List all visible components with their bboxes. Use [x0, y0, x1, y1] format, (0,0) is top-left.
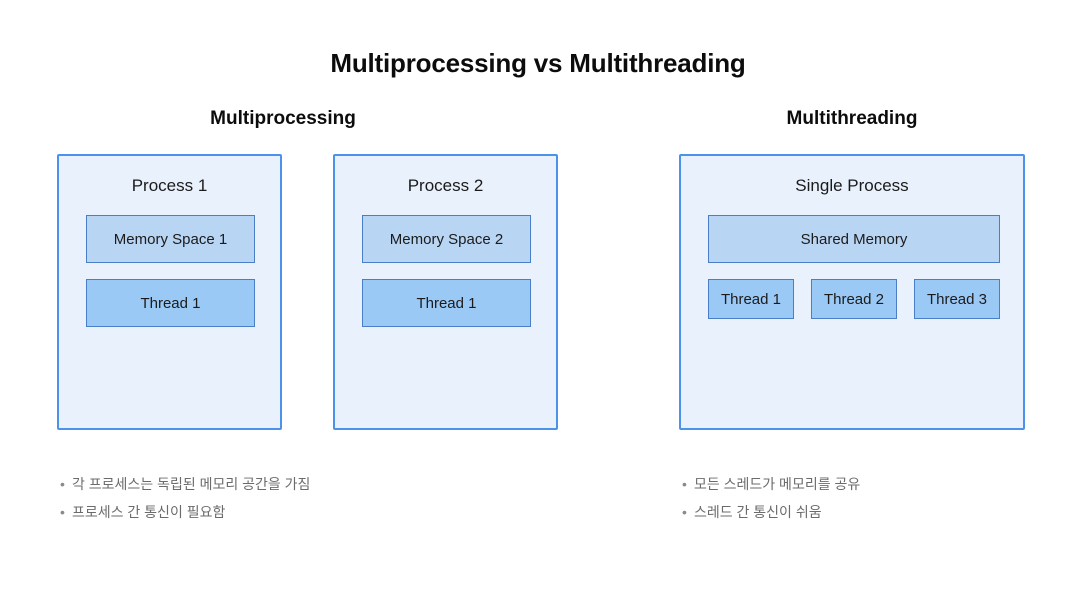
memory-space-block: Memory Space 2 — [362, 215, 531, 263]
process-box-2: Process 2 Memory Space 2 Thread 1 — [333, 154, 558, 430]
process-label: Process 2 — [407, 176, 484, 195]
single-process-box: Single Process Shared Memory Thread 1 Th… — [679, 154, 1025, 430]
notes-multiprocessing: • 각 프로세스는 독립된 메모리 공간을 가짐 • 프로세스 간 통신이 필요… — [60, 470, 310, 526]
process-label: Single Process — [795, 176, 909, 195]
page-title: Multiprocessing vs Multithreading — [330, 48, 746, 78]
process-box-1: Process 1 Memory Space 1 Thread 1 — [57, 154, 282, 430]
note-text: 각 프로세스는 독립된 메모리 공간을 가짐 — [72, 476, 311, 492]
note-item: • 각 프로세스는 독립된 메모리 공간을 가짐 — [60, 470, 310, 498]
bullet-icon: • — [682, 476, 687, 492]
thread-block: Thread 2 — [811, 279, 897, 319]
memory-space-block: Memory Space 1 — [86, 215, 255, 263]
note-text: 스레드 간 통신이 쉬움 — [694, 504, 822, 520]
panel-heading-multithreading: Multithreading — [786, 108, 918, 129]
note-text: 모든 스레드가 메모리를 공유 — [694, 476, 861, 492]
panel-heading-multiprocessing: Multiprocessing — [210, 108, 356, 129]
thread-block: Thread 1 — [86, 279, 255, 327]
thread-block: Thread 3 — [914, 279, 1000, 319]
note-item: • 모든 스레드가 메모리를 공유 — [682, 470, 860, 498]
bullet-icon: • — [60, 504, 65, 520]
thread-block: Thread 1 — [362, 279, 531, 327]
note-item: • 프로세스 간 통신이 필요함 — [60, 498, 310, 526]
note-item: • 스레드 간 통신이 쉬움 — [682, 498, 860, 526]
thread-block: Thread 1 — [708, 279, 794, 319]
notes-multithreading: • 모든 스레드가 메모리를 공유 • 스레드 간 통신이 쉬움 — [682, 470, 860, 526]
note-text: 프로세스 간 통신이 필요함 — [72, 504, 226, 520]
process-label: Process 1 — [131, 176, 208, 195]
shared-memory-block: Shared Memory — [708, 215, 1000, 263]
bullet-icon: • — [682, 504, 687, 520]
bullet-icon: • — [60, 476, 65, 492]
